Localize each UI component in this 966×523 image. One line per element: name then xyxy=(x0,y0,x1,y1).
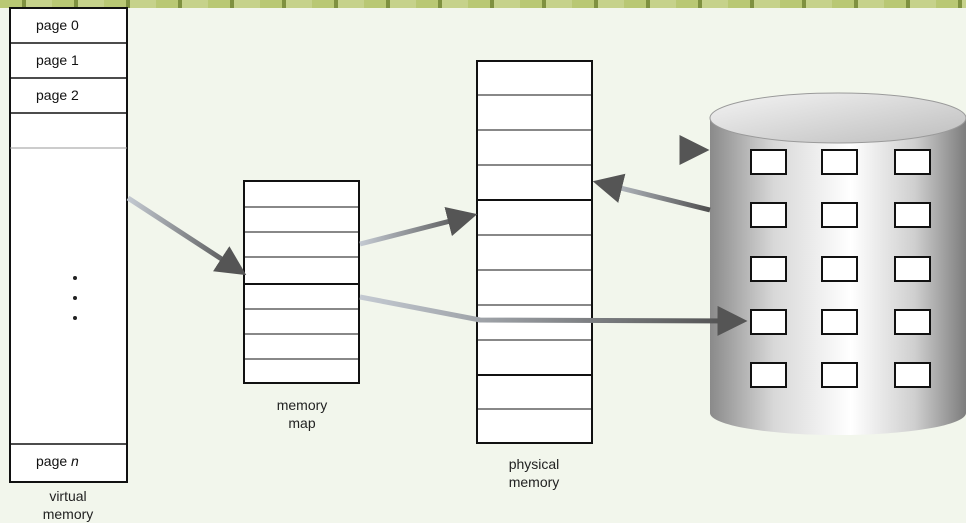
ellipsis-dot xyxy=(73,316,77,320)
disk-cylinder xyxy=(709,92,966,435)
arrow-disk-to-physical xyxy=(592,173,711,213)
physical-memory-label-line2: memory xyxy=(508,474,560,490)
arrow-map-to-physical xyxy=(359,207,478,247)
virtual-memory-label-line2: memory xyxy=(42,506,94,522)
virtual-page-n-label: page n xyxy=(36,453,79,469)
physical-memory-label-line1: physical xyxy=(508,456,560,472)
virtual-page-n-variable: n xyxy=(71,453,79,469)
arrow-virtual-to-map xyxy=(126,195,247,276)
virtual-memory-label-line1: virtual xyxy=(49,488,87,504)
virtual-page-n-prefix: page xyxy=(36,453,72,469)
top-decorative-strip xyxy=(0,0,966,8)
arrow-map-to-disk xyxy=(359,294,748,336)
memory-map-label: memory map xyxy=(252,396,352,432)
disk-blocks xyxy=(750,149,931,388)
memory-map-table xyxy=(243,180,360,384)
ellipsis-dot xyxy=(73,276,77,280)
virtual-page-0-label: page 0 xyxy=(36,17,79,33)
ellipsis-dot xyxy=(73,296,77,300)
mapping-arrows xyxy=(126,135,748,336)
virtual-memory-column xyxy=(9,7,128,483)
virtual-page-2-label: page 2 xyxy=(36,87,79,103)
memory-map-label-line2: map xyxy=(288,415,316,431)
virtual-memory-label: virtual memory xyxy=(18,487,118,523)
memory-map-label-line1: memory xyxy=(276,397,328,413)
physical-memory-table xyxy=(476,60,593,444)
physical-memory-label: physical memory xyxy=(484,455,584,491)
virtual-page-1-label: page 1 xyxy=(36,52,79,68)
